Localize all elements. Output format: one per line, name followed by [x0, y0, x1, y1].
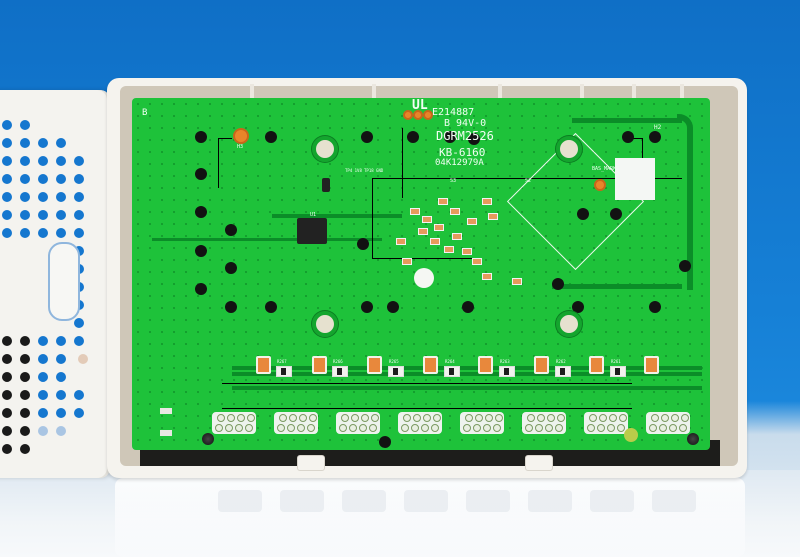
led	[256, 356, 271, 374]
port-reflection	[528, 490, 572, 512]
port-reflection	[342, 490, 386, 512]
led	[478, 356, 493, 374]
ethernet-port-pads	[336, 412, 380, 434]
led	[534, 356, 549, 374]
case-rib	[250, 84, 254, 98]
ic-label: U1	[310, 212, 317, 218]
transistor	[322, 178, 330, 192]
resistor-label: R266	[333, 359, 343, 364]
port-reflection	[466, 490, 510, 512]
resistor	[555, 366, 571, 377]
port-reflection	[590, 490, 634, 512]
resistor-label: R267	[277, 359, 287, 364]
ethernet-port-pads	[274, 412, 318, 434]
case-rib	[632, 84, 636, 98]
part-number: 04K12979A	[435, 158, 484, 168]
case-rib	[498, 84, 502, 98]
ethernet-port-pads	[460, 412, 504, 434]
resistor-label: R261	[611, 359, 621, 364]
port-reflection	[280, 490, 324, 512]
circuit-board: B UL E214887 B 94V-0 DGRM2526 KB-6160 04…	[132, 98, 710, 450]
case-clip	[297, 455, 325, 471]
mounting-post	[312, 311, 338, 337]
ethernet-port-pads	[646, 412, 690, 434]
test-point-label: TP4 1V8	[345, 168, 362, 173]
mounting-post	[312, 136, 338, 162]
port-reflection	[218, 490, 262, 512]
mounting-post	[556, 136, 582, 162]
resistor-label: R265	[389, 359, 399, 364]
resistor-label: R262	[556, 359, 566, 364]
blank-label	[615, 158, 655, 200]
resistor	[610, 366, 626, 377]
case-clip	[525, 455, 553, 471]
ethernet-port-pads	[212, 412, 256, 434]
section-label-s2: S2	[525, 178, 532, 184]
ul-file-number: E214887	[432, 107, 475, 118]
hole-label-h2: H2	[654, 124, 662, 131]
brand-code: DGRM2526	[436, 129, 494, 143]
port-reflection	[404, 490, 448, 512]
bas-mark-label: BAS_MARK2	[592, 166, 620, 172]
led	[589, 356, 604, 374]
flammability-rating: B 94V-0	[444, 118, 487, 129]
resistor	[332, 366, 348, 377]
resistor-label: R264	[445, 359, 455, 364]
case-rib	[580, 84, 584, 98]
mounting-post	[556, 311, 582, 337]
section-label-s3: S3	[450, 178, 457, 184]
led	[312, 356, 327, 374]
flash-chip	[297, 218, 327, 244]
resistor-label: R263	[500, 359, 510, 364]
screw	[687, 433, 699, 445]
led	[367, 356, 382, 374]
resistor	[388, 366, 404, 377]
model-number: KB-6160	[439, 146, 486, 159]
hole-label-h3: H3	[237, 144, 244, 150]
wall-mount-keyhole	[48, 242, 80, 321]
led	[423, 356, 438, 374]
test-point-label: TP18 GND	[364, 168, 384, 173]
resistor	[276, 366, 292, 377]
enclosure-lid	[0, 90, 110, 478]
board-corner-mark: B	[142, 108, 148, 118]
ethernet-port-pads	[522, 412, 566, 434]
resistor	[499, 366, 515, 377]
case-rib	[680, 84, 684, 98]
resistor	[444, 366, 460, 377]
led	[644, 356, 659, 374]
ethernet-port-pads	[398, 412, 442, 434]
ethernet-port-pads	[584, 412, 628, 434]
screw	[202, 433, 214, 445]
port-reflection	[652, 490, 696, 512]
ul-mark: UL	[412, 98, 428, 113]
case-rib	[372, 84, 376, 98]
